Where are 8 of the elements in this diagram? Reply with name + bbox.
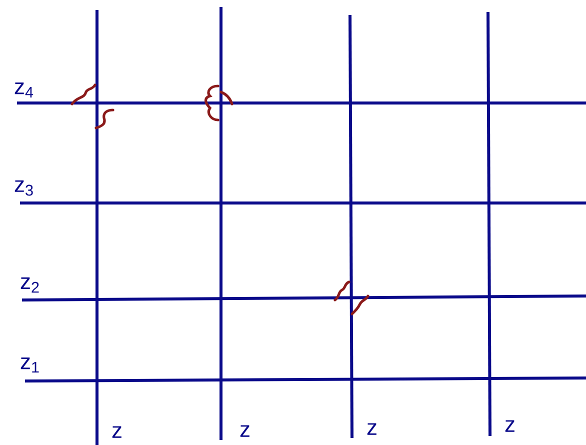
axis-label: z$_{2}$ xyxy=(20,277,39,293)
axis-label: z xyxy=(505,420,514,432)
axis-label: z xyxy=(240,425,250,437)
axis-label: z$_{3}$ xyxy=(14,180,33,196)
axis-label: z xyxy=(367,423,376,435)
axis-label: z xyxy=(112,426,122,438)
axis-label: z$_{4}$ xyxy=(14,82,34,98)
axis-label: z$_{1}$ xyxy=(20,357,39,373)
